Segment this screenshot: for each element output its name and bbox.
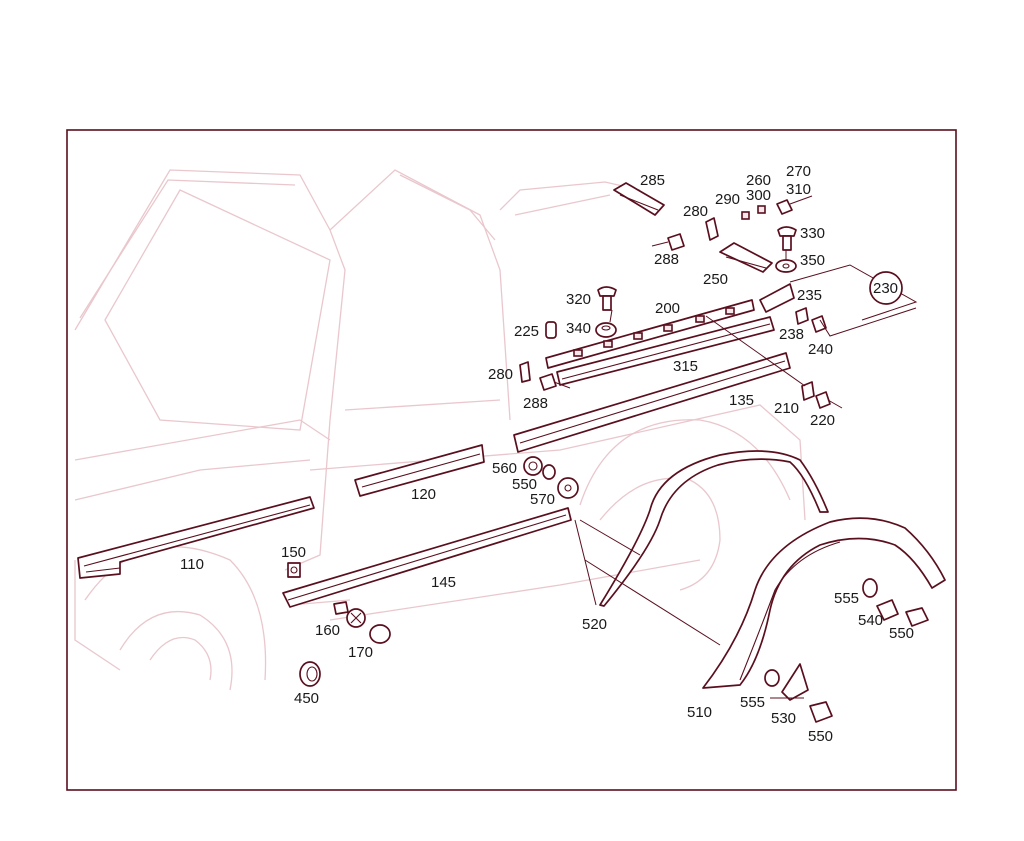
callout-290: 290 (715, 191, 740, 208)
callout-530: 530 (771, 710, 796, 727)
callout-225: 225 (514, 323, 539, 340)
callout-230: 230 (873, 280, 898, 297)
callout-340: 340 (566, 320, 591, 337)
callout-150: 150 (281, 544, 306, 561)
callout-550-right: 550 (889, 625, 914, 642)
part-280-clip-lower (519, 361, 531, 383)
callout-135: 135 (729, 392, 754, 409)
callout-235: 235 (797, 287, 822, 304)
part-238-clip (795, 307, 809, 325)
callout-570: 570 (530, 491, 555, 508)
vehicle-body-outline (74, 169, 806, 691)
part-288-clip-upper (651, 233, 685, 251)
callout-288-upper: 288 (654, 251, 679, 268)
part-320-screw (597, 286, 617, 311)
callout-labels: 110 120 135 145 150 160 170 200 210 220 … (180, 163, 914, 745)
callout-120: 120 (411, 486, 436, 503)
part-570-grommet (557, 477, 579, 499)
callout-220: 220 (810, 412, 835, 429)
part-330-screw (777, 226, 797, 251)
part-315-trim-strip (556, 316, 775, 386)
part-285-pad (613, 182, 665, 216)
callout-288-lower: 288 (523, 395, 548, 412)
callout-200: 200 (655, 300, 680, 317)
part-145-rocker-trim (282, 507, 572, 608)
part-540-plate (876, 599, 899, 621)
callout-330: 330 (800, 225, 825, 242)
part-235-bracket (759, 283, 795, 313)
callout-240: 240 (808, 341, 833, 358)
part-225-spacer (545, 321, 557, 339)
callout-circle-230 (869, 271, 903, 305)
callout-315: 315 (673, 358, 698, 375)
part-150-clip (287, 562, 301, 578)
part-250-pad (719, 242, 773, 273)
part-170-cap (369, 624, 391, 644)
part-200-rail (545, 299, 755, 369)
callout-170: 170 (348, 644, 373, 661)
part-120-door-trim (354, 444, 485, 497)
callout-520: 520 (582, 616, 607, 633)
part-450-plug (299, 661, 321, 687)
part-240-bolt (811, 315, 827, 333)
callout-280-upper: 280 (683, 203, 708, 220)
part-280-clip-upper (705, 217, 719, 241)
part-290-washer (741, 211, 750, 220)
part-270-bolt (776, 195, 813, 215)
callout-145: 145 (431, 574, 456, 591)
part-550-bolt-lower (809, 701, 833, 723)
callout-560: 560 (492, 460, 517, 477)
callout-238: 238 (779, 326, 804, 343)
callout-510: 510 (687, 704, 712, 721)
callout-280-lower: 280 (488, 366, 513, 383)
part-160-push-clip (333, 601, 366, 628)
callout-285: 285 (640, 172, 665, 189)
part-530-plate (781, 663, 809, 701)
callout-160: 160 (315, 622, 340, 639)
part-220-bolt (815, 391, 843, 409)
callout-320: 320 (566, 291, 591, 308)
part-550-washer-upper (542, 464, 556, 480)
callout-310: 310 (786, 181, 811, 198)
part-135-trim-strip (513, 352, 791, 453)
callout-540: 540 (858, 612, 883, 629)
callout-270: 270 (786, 163, 811, 180)
callout-550-upper: 550 (512, 476, 537, 493)
callout-555-lower: 555 (740, 694, 765, 711)
part-555-washer-right (862, 578, 878, 598)
callout-550-lower: 550 (808, 728, 833, 745)
part-288-clip-lower (539, 373, 571, 391)
part-110-sill-cover (77, 496, 315, 579)
callout-110: 110 (180, 556, 204, 573)
callout-555-right: 555 (834, 590, 859, 607)
callout-210: 210 (774, 400, 799, 417)
callout-450: 450 (294, 690, 319, 707)
diagram-frame (66, 129, 957, 791)
part-260-nut (757, 205, 766, 214)
part-560-nut (523, 456, 543, 476)
callout-260: 260 (746, 172, 771, 189)
callout-350: 350 (800, 252, 825, 269)
part-555-washer-lower (764, 669, 780, 687)
part-550-bolt-right (905, 607, 929, 627)
callout-250: 250 (703, 271, 728, 288)
part-210-clip (801, 381, 815, 401)
part-350-washer (775, 259, 797, 273)
part-510-wheel-arch-flare (702, 517, 946, 689)
callout-300: 300 (746, 187, 771, 204)
part-340-grommet (595, 322, 617, 338)
part-520-arch-strip (599, 450, 829, 607)
